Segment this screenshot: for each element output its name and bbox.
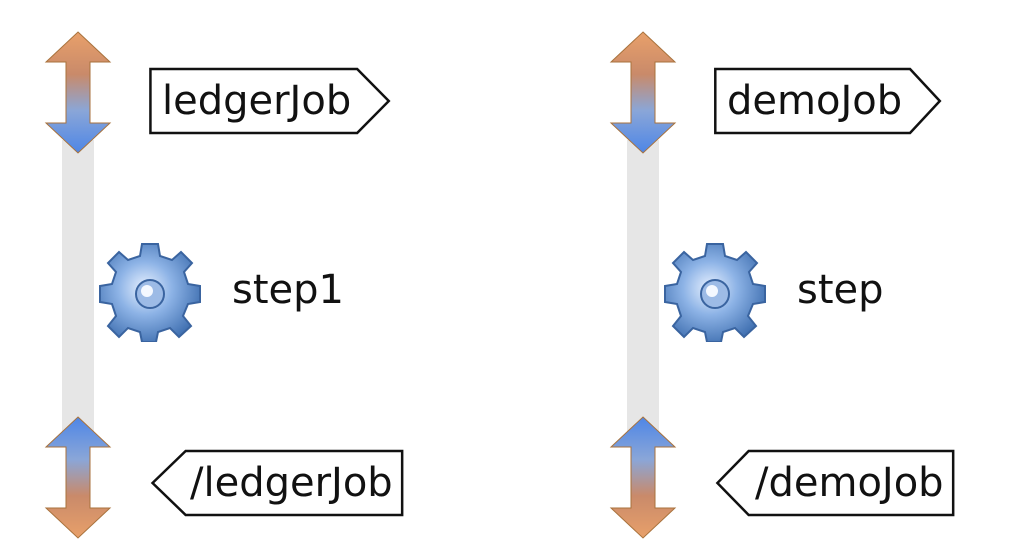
job-end-label: /demoJob <box>755 460 944 506</box>
double-arrow-icon <box>44 31 112 154</box>
job-end-tag[interactable]: /demoJob <box>715 450 956 516</box>
tag-outline <box>713 68 942 134</box>
job-end-tag[interactable]: /ledgerJob <box>150 450 405 516</box>
job-demo: demoJob step /demoJob <box>565 0 1036 558</box>
double-arrow-icon <box>609 416 677 539</box>
gear-icon <box>99 243 201 342</box>
job-start-tag[interactable]: ledgerJob <box>148 68 391 134</box>
job-start-tag[interactable]: demoJob <box>713 68 942 134</box>
job-rail <box>62 140 94 440</box>
step-label[interactable]: step1 <box>232 267 344 313</box>
job-end-label: /ledgerJob <box>190 460 393 506</box>
double-arrow-icon <box>44 416 112 539</box>
job-start-label: ledgerJob <box>162 78 352 124</box>
tag-outline <box>148 68 391 134</box>
double-arrow-icon <box>609 31 677 154</box>
gear-icon <box>664 243 766 342</box>
tag-outline <box>150 450 405 516</box>
job-ledger: ledgerJob step1 /ledgerJob <box>0 0 480 558</box>
tag-outline <box>715 450 956 516</box>
step-label[interactable]: step <box>797 267 884 313</box>
job-rail <box>627 140 659 440</box>
job-start-label: demoJob <box>727 78 903 124</box>
